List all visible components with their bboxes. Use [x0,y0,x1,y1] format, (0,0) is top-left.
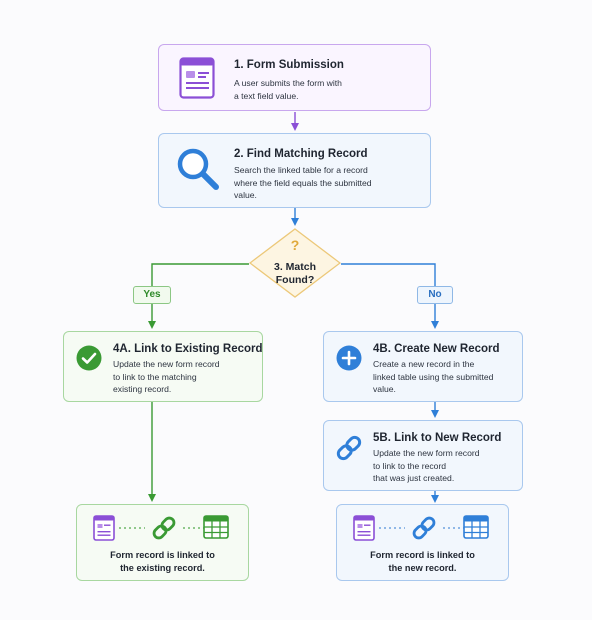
link-icon [410,514,438,547]
step-description: Update the new form record to link to th… [113,359,220,394]
decision-match-found: ? 3. Match Found? [249,228,341,298]
yes-branch-label: Yes [133,286,171,304]
step-create-new-record: 4B. Create New Record Create a new recor… [323,331,523,402]
step-title: 1. Form Submission [234,59,344,71]
form-icon [179,57,215,104]
search-icon [175,146,221,197]
checkmark-icon [76,345,102,376]
step-description: Search the linked table for a record whe… [234,165,372,200]
result-linked-existing: Form record is linked to the existing re… [76,504,249,581]
arrow-no-branch [341,263,439,329]
link-icon [150,514,178,547]
table-icon [463,515,489,544]
step-title: 5B. Link to New Record [373,432,502,444]
no-branch-label: No [417,286,453,304]
step-link-new-record: 5B. Link to New Record Update the new fo… [323,420,523,491]
step-form-submission: 1. Form Submission A user submits the fo… [158,44,431,111]
step-link-existing-record: 4A. Link to Existing Record Update the n… [63,331,263,402]
step-description: Update the new form record to link to th… [373,448,480,483]
form-icon [93,515,115,546]
result-caption: Form record is linked to the new record. [370,550,475,573]
form-icon [353,515,375,546]
step-description: A user submits the form with a text fiel… [234,78,342,101]
step-description: Create a new record in the linked table … [373,359,494,394]
step-title: 4B. Create New Record [373,343,500,355]
result-linked-new: Form record is linked to the new record. [336,504,509,581]
result-caption: Form record is linked to the existing re… [110,550,215,573]
step-title: 2. Find Matching Record [234,148,368,160]
step-find-matching-record: 2. Find Matching Record Search the linke… [158,133,431,208]
table-icon [203,515,229,544]
plus-icon [336,345,362,376]
link-icon [334,433,364,468]
step-title: 4A. Link to Existing Record [113,343,263,355]
question-mark-icon: ? [290,237,300,253]
decision-label: 3. Match Found? [273,261,316,286]
arrow-yes-branch [148,263,249,329]
